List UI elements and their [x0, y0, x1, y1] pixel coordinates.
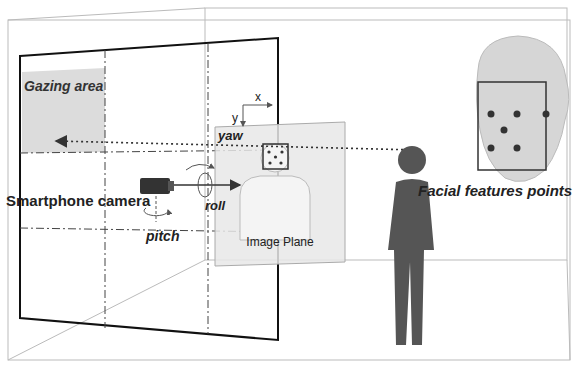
node-text: Gazing area [24, 78, 103, 94]
node-text: Image Plane [246, 235, 313, 249]
axis-label: yaw [218, 128, 243, 143]
image-plane [215, 122, 345, 266]
camera-icon [140, 178, 174, 194]
image-face-dots [267, 150, 283, 164]
axes [144, 105, 272, 222]
axis-label: pitch [146, 228, 179, 244]
gazing-area-box: Gazing area [22, 70, 105, 152]
gazing-fill [22, 68, 105, 153]
image-plane-box: Image Plane [216, 125, 344, 263]
annotation-label: Facial features points [418, 182, 572, 199]
face-figure [476, 36, 568, 182]
person-figure [388, 146, 434, 345]
axis-label: x [255, 90, 261, 104]
axis-label: y [232, 111, 238, 125]
image-face-box [263, 144, 288, 169]
image-person [240, 144, 310, 240]
camera-label: Smartphone camera [6, 192, 150, 209]
axis-label: roll [205, 198, 225, 213]
